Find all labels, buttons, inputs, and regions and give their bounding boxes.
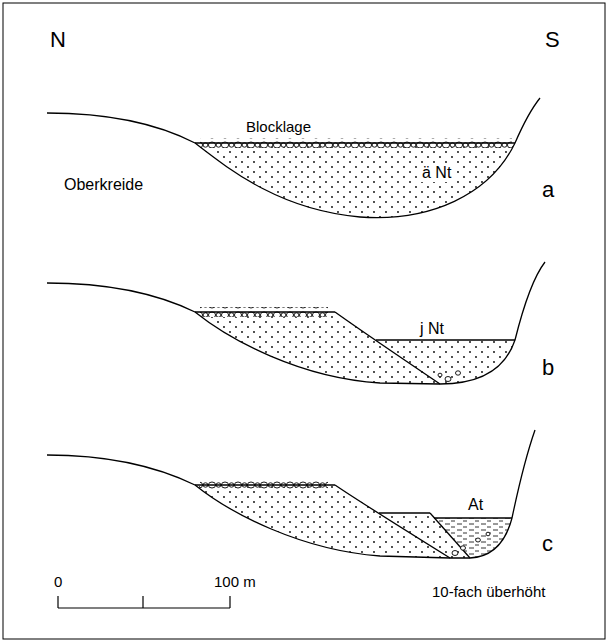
section-c xyxy=(47,430,535,558)
compass-label: S xyxy=(543,28,562,52)
section-b xyxy=(47,262,545,384)
terrace-label: ä Nt xyxy=(420,164,453,182)
section-a xyxy=(47,98,540,218)
compass-label: N xyxy=(48,28,68,52)
section-letter: a xyxy=(540,178,556,202)
terrace-label: j Nt xyxy=(418,320,446,338)
formation-label: Oberkreide xyxy=(62,176,145,194)
scale-label: 0 xyxy=(52,574,64,591)
note-label: 10-fach überhöht xyxy=(430,584,547,601)
section-letter: c xyxy=(540,532,555,556)
section-letter: b xyxy=(540,356,556,380)
scale-bar xyxy=(58,596,230,608)
scale-label: 100 m xyxy=(212,574,258,591)
frame xyxy=(3,3,605,639)
terrace-label: At xyxy=(466,496,485,514)
layer-label: Blocklage xyxy=(244,119,313,136)
